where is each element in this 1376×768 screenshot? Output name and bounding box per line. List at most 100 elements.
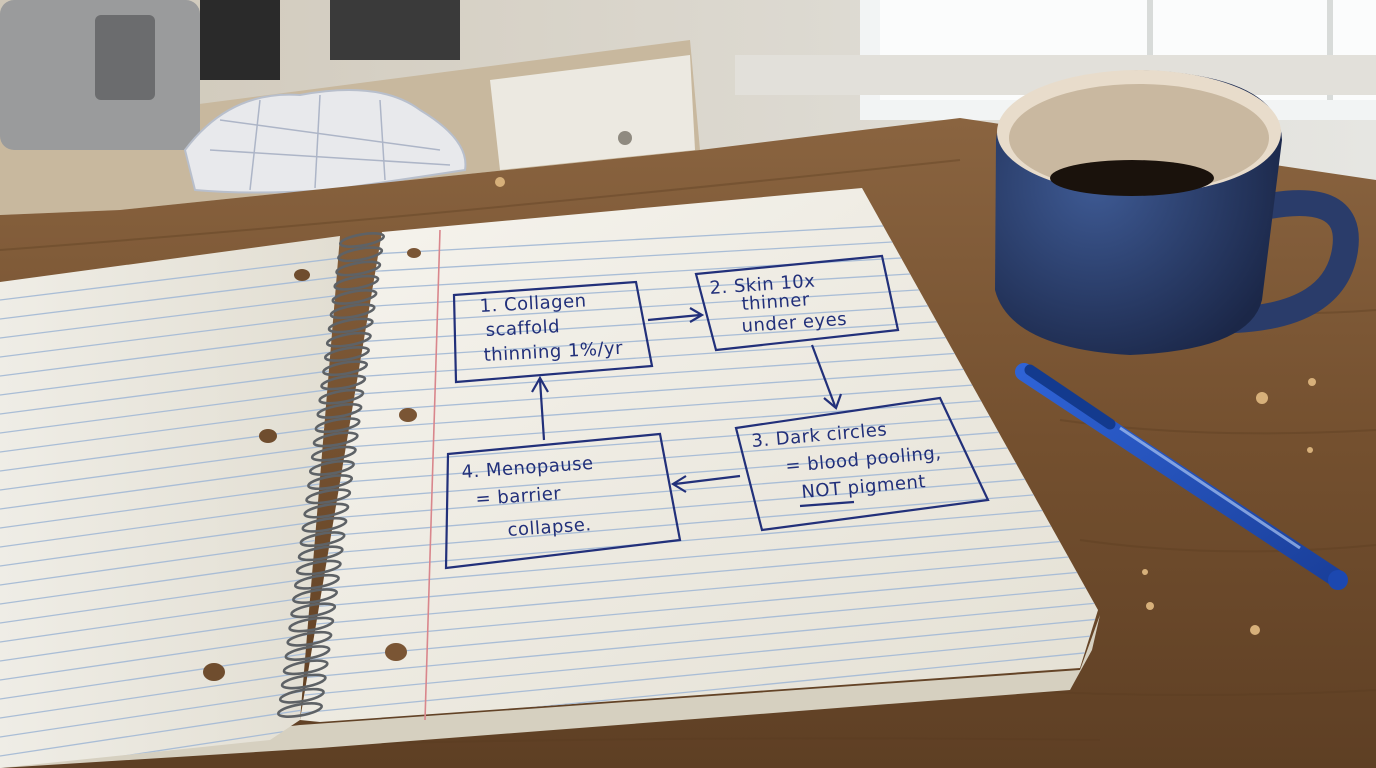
pen-highlight	[1119, 426, 1301, 550]
pen-cap	[1024, 364, 1116, 430]
ruled-line	[0, 517, 340, 567]
ruled-line	[0, 294, 340, 339]
ruled-line	[0, 480, 340, 529]
spiral-coil	[325, 331, 372, 348]
ruled-line	[300, 537, 1098, 609]
spiral-coil	[290, 602, 337, 619]
spiral-coil	[314, 417, 361, 434]
spiral-coil	[329, 303, 376, 320]
spiral-coil	[278, 687, 325, 704]
spiral-coil	[295, 559, 342, 576]
spiral-coil	[333, 274, 380, 291]
ruled-line	[0, 443, 340, 491]
ruled-line	[0, 573, 340, 624]
spiral-coil	[293, 573, 340, 590]
binder-holes-right	[385, 248, 421, 661]
spiral-coil	[277, 702, 323, 718]
ruled-line	[0, 313, 340, 358]
not-emphasis: NOT	[801, 479, 843, 503]
spiral-coil	[307, 474, 354, 491]
spiral-coil	[337, 246, 384, 263]
pen-tip	[1328, 570, 1348, 590]
ruled-line	[300, 504, 1098, 574]
arrow-3-to-4	[670, 474, 741, 493]
spiral-coil	[282, 659, 329, 676]
spiral-coil	[331, 289, 378, 305]
ruled-line	[0, 554, 340, 605]
spiral-coil	[286, 630, 333, 647]
box-3-outline	[734, 396, 990, 532]
spiral-coil	[323, 346, 370, 362]
ruled-line	[0, 703, 340, 757]
ruled-line	[300, 569, 1098, 644]
box-1-outline	[452, 280, 654, 384]
ruled-line	[300, 618, 1098, 697]
ruled-line	[0, 499, 340, 548]
spiral-coil	[308, 459, 355, 476]
spiral-coil	[318, 388, 365, 405]
ruled-line	[0, 406, 340, 453]
towel-pattern	[209, 94, 451, 191]
spiral-coil	[292, 588, 339, 604]
mug-inner	[1009, 84, 1269, 192]
spiral-coil	[322, 360, 369, 377]
ruled-line	[0, 610, 340, 662]
ruled-line	[0, 592, 340, 643]
spiral-coil	[301, 516, 348, 533]
notebook-left-page	[0, 236, 340, 768]
ruled-line	[300, 553, 1098, 627]
spiral-coil	[339, 232, 385, 248]
ruled-line	[300, 456, 1098, 522]
spiral-coil	[280, 673, 327, 690]
arrow-1-to-2	[647, 307, 705, 323]
ruled-line	[0, 666, 340, 719]
box-2-line-2: thinner	[741, 289, 811, 315]
box-1-line-2: scaffold	[485, 316, 560, 341]
ruled-line	[300, 602, 1098, 679]
spiral-coil	[297, 545, 344, 562]
mug-handle	[1222, 190, 1359, 333]
ruled-line	[0, 536, 340, 586]
spiral-coil	[335, 260, 382, 277]
spiral-coil	[284, 645, 331, 661]
ruled-line	[0, 350, 340, 396]
spiral-coil	[316, 402, 363, 419]
ruled-line	[0, 647, 340, 700]
ruled-line	[0, 331, 340, 377]
crumbs	[495, 177, 1316, 635]
ruled-line	[300, 634, 1098, 714]
spiral-coil	[288, 616, 335, 633]
spiral-coil	[312, 431, 359, 448]
ruled-line	[300, 585, 1098, 662]
box-2-outline	[694, 254, 900, 352]
ruled-line	[300, 472, 1098, 539]
cabinet-knob	[618, 131, 632, 145]
ruled-line	[0, 368, 340, 415]
arrow-4-to-1	[531, 375, 549, 441]
spiral-coil	[299, 531, 346, 548]
cabinet	[490, 55, 695, 170]
arrow-2-to-3	[810, 344, 843, 410]
spiral-coil	[320, 374, 367, 391]
microwave	[330, 0, 460, 60]
ruled-line	[300, 423, 1098, 487]
ruled-line	[0, 685, 340, 738]
ruled-line	[300, 488, 1098, 557]
box-4-outline	[444, 432, 682, 570]
ruled-line	[0, 461, 340, 510]
ruled-line	[300, 440, 1098, 504]
spiral-coil	[305, 488, 352, 505]
spiral-binding	[277, 232, 385, 718]
flow-diagram	[444, 254, 990, 570]
ruled-line	[0, 275, 340, 320]
spiral-coil	[327, 317, 374, 334]
coffee-liquid	[1050, 160, 1214, 196]
ruled-line	[300, 521, 1098, 592]
spiral-coil	[303, 502, 350, 519]
not-underline	[799, 500, 855, 508]
ruled-line	[0, 387, 340, 434]
spiral-coil	[310, 445, 357, 462]
ballpoint-pen	[1015, 363, 1348, 590]
